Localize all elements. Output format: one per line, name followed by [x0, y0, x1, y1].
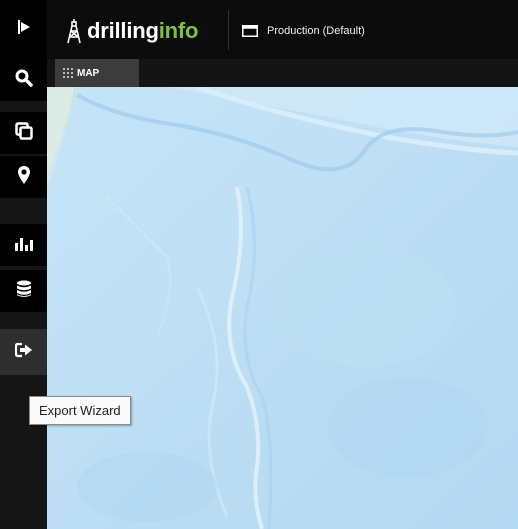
map-panel-header: MAP — [47, 59, 518, 87]
oil-rig-icon — [67, 18, 81, 44]
windows-icon — [14, 121, 33, 145]
tab-map-label: MAP — [77, 67, 100, 79]
tab-map[interactable]: MAP — [55, 59, 139, 87]
map-pin-icon — [17, 165, 31, 190]
left-sidebar — [0, 59, 47, 529]
export-wizard-tooltip: Export Wizard — [29, 396, 131, 425]
sidebar-item-data[interactable] — [0, 270, 47, 312]
logo-text-info: info — [158, 18, 199, 43]
sidebar-item-windows[interactable] — [0, 112, 47, 154]
map-canvas[interactable] — [47, 87, 518, 529]
workspace-selector[interactable]: Production (Default) — [242, 25, 365, 37]
database-icon — [16, 280, 32, 303]
collapse-panel-button[interactable] — [0, 0, 47, 59]
workspace-label: Production (Default) — [267, 25, 365, 37]
sidebar-item-analytics[interactable] — [0, 224, 47, 266]
window-icon — [242, 25, 258, 37]
grid-handle-icon — [63, 68, 73, 78]
bar-chart-icon — [14, 235, 34, 256]
arrow-right-bar-icon — [17, 19, 31, 40]
logo-text-drilling: drilling — [87, 18, 159, 43]
sidebar-item-search[interactable] — [0, 59, 47, 101]
export-icon — [14, 342, 33, 363]
search-icon — [15, 69, 33, 92]
sidebar-item-export[interactable] — [0, 329, 47, 375]
header-divider — [228, 10, 229, 50]
sidebar-item-location[interactable] — [0, 156, 47, 198]
